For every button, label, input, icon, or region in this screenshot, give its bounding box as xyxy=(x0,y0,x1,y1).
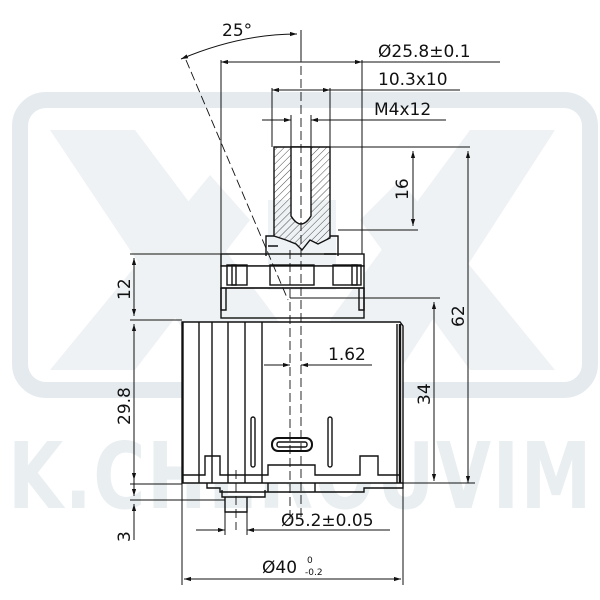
dim-spline: 10.3x10 xyxy=(378,70,448,90)
collar xyxy=(220,253,365,319)
dim-base-diameter: Ø40 xyxy=(262,558,297,578)
dim-outer-diameter: Ø25.8±0.1 xyxy=(378,42,471,62)
watermark-x-right-2 xyxy=(360,180,555,370)
dim-base-diameter-tol-lower: -0.2 xyxy=(305,568,323,578)
centerlines xyxy=(185,40,302,530)
dimension-lines xyxy=(130,30,500,585)
dim-offset: 1.62 xyxy=(328,345,366,365)
dim-thread: M4x12 xyxy=(374,100,431,120)
dim-base-diameter-tol-upper: 0 xyxy=(307,556,313,566)
dim-angle: 25° xyxy=(222,21,252,41)
stem xyxy=(273,146,331,252)
part-outline xyxy=(181,146,404,513)
dimension-labels: 25° Ø25.8±0.1 10.3x10 M4x12 16 62 34 12 … xyxy=(115,21,471,578)
dim-body-to-top: 34 xyxy=(415,383,435,405)
dim-stem-height: 16 xyxy=(393,178,413,200)
cartridge-body xyxy=(181,321,404,484)
dim-total-height: 62 xyxy=(449,305,469,327)
watermark-x-left-2 xyxy=(50,175,250,370)
dim-base-step: 3 xyxy=(115,531,135,542)
dim-body-height: 29.8 xyxy=(115,387,135,425)
stem-shoulder xyxy=(265,235,339,256)
dim-pin-diameter: Ø5.2±0.05 xyxy=(281,511,374,531)
dim-collar-height: 12 xyxy=(115,278,135,300)
